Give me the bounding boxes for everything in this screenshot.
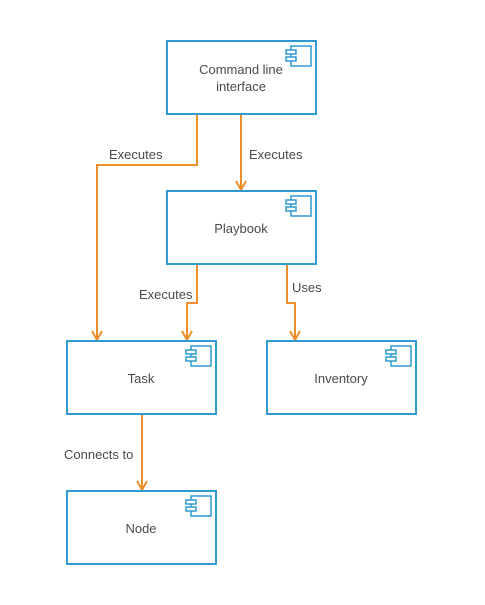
- component-label: Playbook: [214, 221, 268, 236]
- connector-cli-to-playbook: Executes: [235, 115, 303, 193]
- connector-label: Connects to: [64, 447, 133, 462]
- component-label: interface: [216, 79, 266, 94]
- connector-line: [186, 265, 198, 338]
- connector-task-to-node: Connects to: [64, 415, 148, 493]
- component-playbook[interactable]: Playbook: [166, 190, 317, 265]
- connector-label: Executes: [139, 287, 193, 302]
- component-cli[interactable]: Command line interface: [166, 40, 317, 115]
- component-icon: [185, 495, 212, 517]
- component-icon: [185, 345, 212, 367]
- component-icon: [285, 195, 312, 217]
- component-label: Task: [128, 371, 155, 386]
- connector-label: Executes: [109, 147, 163, 162]
- component-node[interactable]: Node: [66, 490, 217, 565]
- component-label: Inventory: [314, 371, 368, 386]
- component-icon: [385, 345, 412, 367]
- component-task[interactable]: Task: [66, 340, 217, 415]
- connector-playbook-to-task: Executes: [139, 265, 198, 343]
- connector-label: Uses: [292, 280, 322, 295]
- connector-playbook-to-inventory: Uses: [286, 265, 322, 343]
- component-label: Command line: [199, 62, 283, 77]
- connector-label: Executes: [249, 147, 303, 162]
- component-inventory[interactable]: Inventory: [266, 340, 417, 415]
- component-label: Node: [125, 521, 156, 536]
- connector-line: [286, 265, 296, 338]
- connector-cli-to-task: Executes: [91, 115, 198, 343]
- connector-line: [96, 115, 198, 338]
- component-icon: [285, 45, 312, 67]
